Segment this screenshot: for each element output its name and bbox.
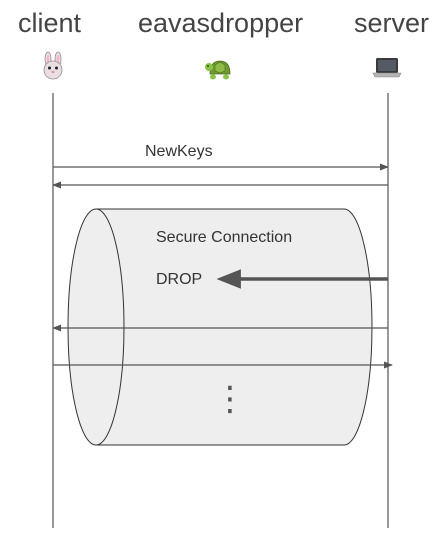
client-label: client [18,8,82,38]
secure-connection-tunnel [67,208,373,446]
newkeys-label: NewKeys [145,143,213,160]
server-label: server [354,8,430,38]
secure-connection-label: Secure Connection [156,229,292,246]
continuation-ellipsis: ⋮ [213,379,247,419]
eavesdropper-label: eavasdropper [138,8,304,38]
rabbit-icon [43,51,63,80]
drop-label: DROP [156,271,202,288]
laptop-icon [372,58,402,78]
turtle-icon [205,60,231,80]
